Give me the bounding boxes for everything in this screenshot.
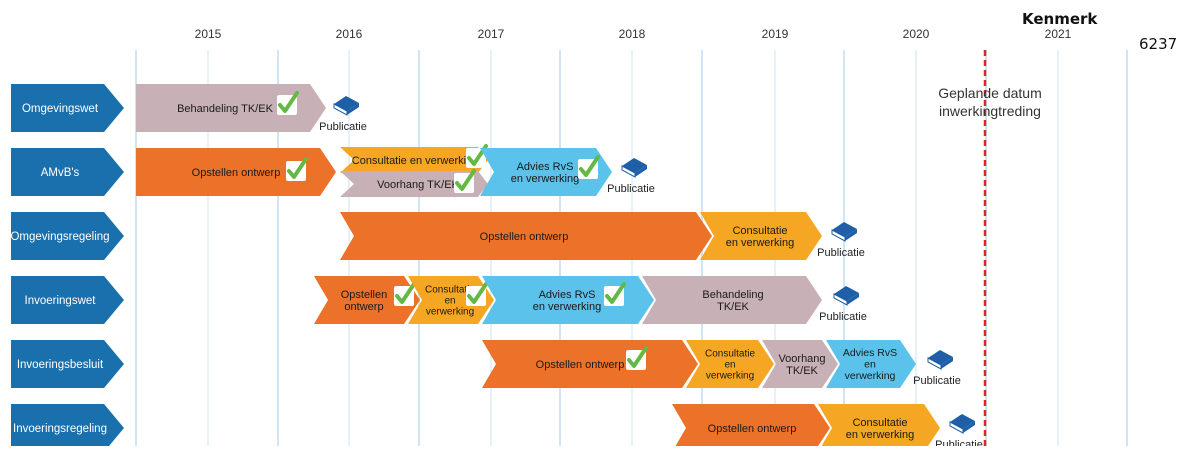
row-invoeringswet-phase-3-check-icon <box>604 282 626 306</box>
row-invoeringswet-label: Invoeringswet <box>11 276 124 324</box>
row-amvb-s-publication-book-icon: Publicatie <box>607 158 655 195</box>
year-label-2021: 2021 <box>1045 27 1072 41</box>
row-omgevingsregeling-label-text: Omgevingsregeling <box>10 231 109 243</box>
row-amvb-s-label: AMvB's <box>11 148 124 196</box>
row-invoeringswet-phase-1 <box>314 276 420 324</box>
row-amvb-s-phase-1-label: Opstellen ontwerp <box>192 167 281 179</box>
row-invoeringsbesluit-phase-1-label: Opstellen ontwerp <box>536 359 625 371</box>
row-amvb-s-phase-2-label: Consultatie en verwerkin <box>352 155 472 167</box>
row-omgevingswet-phase-1-check-icon <box>277 91 299 115</box>
row-omgevingsregeling-label-shape <box>11 212 124 260</box>
row-invoeringsbesluit-label: Invoeringsbesluit <box>11 340 124 388</box>
row-invoeringsregeling-phase-1 <box>672 404 830 451</box>
row-omgevingswet-publication-book-icon: Publicatie <box>319 96 367 133</box>
row-invoeringsregeling-label-text: Invoeringsregeling <box>13 423 107 435</box>
row-omgevingswet-phase-1-label: Behandeling TK/EK <box>177 103 273 115</box>
row-invoeringswet-phase-1-check-icon <box>394 282 416 306</box>
row-amvb-s-publication-book-icon-label: Publicatie <box>607 183 655 195</box>
year-label-2017: 2017 <box>478 27 505 41</box>
document-number: 6237 <box>1139 35 1178 53</box>
row-amvb-s-phase-4-check-icon <box>578 155 600 179</box>
row-invoeringsbesluit-publication-book-icon: Publicatie <box>913 350 961 387</box>
year-label-2020: 2020 <box>903 27 930 41</box>
row-omgevingsregeling-phase-1-label: Opstellen ontwerp <box>480 231 569 243</box>
row-invoeringsbesluit-label-text: Invoeringsbesluit <box>17 359 104 371</box>
row-omgevingswet-label-text: Omgevingswet <box>22 103 99 115</box>
row-invoeringsbesluit-publication-book-icon-label: Publicatie <box>913 375 961 387</box>
row-invoeringsregeling-phase-2 <box>818 404 940 451</box>
row-invoeringsregeling-label: Invoeringsregeling <box>11 404 124 451</box>
row-invoeringsbesluit-label-shape <box>11 340 124 388</box>
row-omgevingsregeling-phase-2 <box>700 212 822 260</box>
row-omgevingswet-label-shape <box>11 84 124 132</box>
row-invoeringswet-phase-4 <box>642 276 822 324</box>
row-omgevingswet-publication-book-icon-label: Publicatie <box>319 121 367 133</box>
year-label-2016: 2016 <box>336 27 363 41</box>
year-label-2015: 2015 <box>195 27 222 41</box>
row-invoeringsbesluit-phase-1-check-icon <box>626 346 648 370</box>
row-amvb-s-phase-1 <box>136 148 336 196</box>
row-invoeringswet-label-shape <box>11 276 124 324</box>
row-invoeringsregeling-phase-1-label: Opstellen ontwerp <box>708 423 797 435</box>
row-amvb-s-phase-3-check-icon <box>454 169 476 193</box>
row-amvb-s-label-shape <box>11 148 124 196</box>
kenmerk-label: Kenmerk <box>1022 10 1098 28</box>
year-label-2018: 2018 <box>619 27 646 41</box>
row-invoeringsbesluit-phase-3 <box>762 340 838 388</box>
row-omgevingsregeling-publication-book-icon-label: Publicatie <box>817 247 865 259</box>
row-invoeringsbesluit-phase-2 <box>686 340 774 388</box>
row-invoeringswet-publication-book-icon: Publicatie <box>819 286 867 323</box>
row-invoeringswet-label-text: Invoeringswet <box>25 295 97 307</box>
row-amvb-s-phase-3-label: Voorhang TK/EK <box>377 179 459 191</box>
row-invoeringsbesluit-phase-4 <box>826 340 916 388</box>
row-omgevingsregeling-phase-1 <box>340 212 712 260</box>
row-amvb-s-label-text: AMvB's <box>41 167 80 179</box>
row-amvb-s-phase-2-check-icon <box>466 144 488 168</box>
row-omgevingsregeling-publication-book-icon: Publicatie <box>817 222 865 259</box>
row-invoeringsregeling-label-shape <box>11 404 124 451</box>
row-omgevingsregeling-label: Omgevingsregeling <box>10 212 124 260</box>
row-omgevingswet-label: Omgevingswet <box>11 84 124 132</box>
row-amvb-s-phase-1-check-icon <box>286 157 308 181</box>
year-label-2019: 2019 <box>762 27 789 41</box>
row-invoeringswet-phase-2-check-icon <box>466 282 488 306</box>
row-invoeringsregeling-publication-book-icon: Publicatie <box>935 414 983 451</box>
row-amvb-s-phase-2 <box>340 147 488 173</box>
row-invoeringsregeling-publication-book-icon-label: Publicatie <box>935 439 983 446</box>
row-amvb-s-phase-3 <box>340 171 488 197</box>
row-invoeringswet-publication-book-icon-label: Publicatie <box>819 311 867 323</box>
